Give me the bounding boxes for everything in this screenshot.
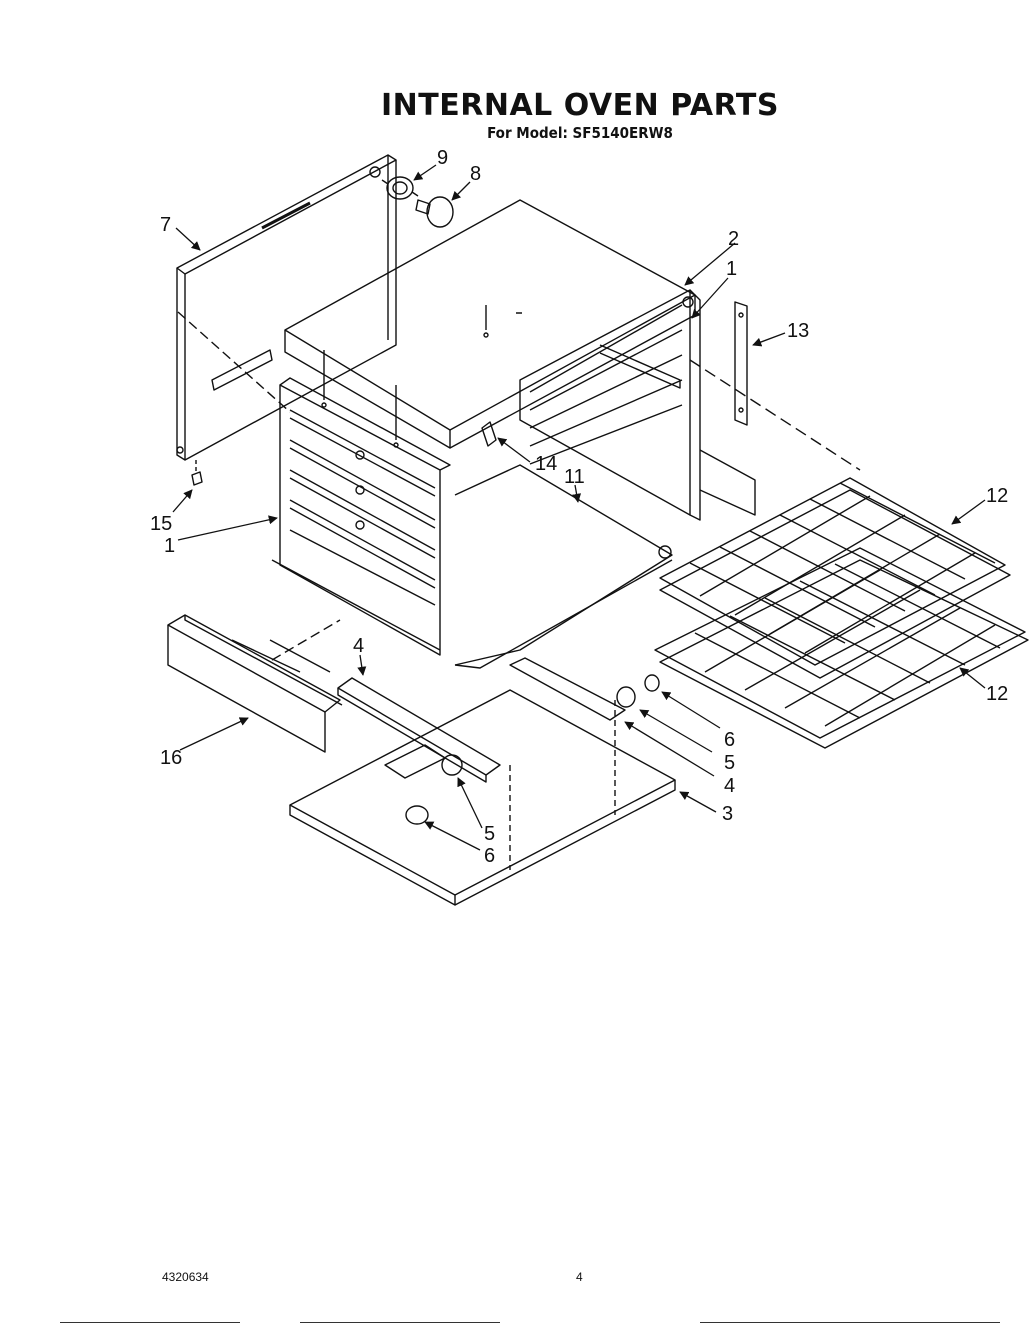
knob-upper-part (616, 674, 660, 708)
oven-rack-upper-part (659, 477, 1011, 679)
broil-pan-guide-right-part (509, 657, 626, 721)
knob-lower-part (405, 754, 463, 825)
callout-2: 2 (728, 228, 739, 250)
callout-14: 14 (535, 453, 557, 475)
callout-6-lower: 6 (484, 845, 495, 867)
bottom-rule-right (700, 1322, 1000, 1323)
rack-support-rail-part (689, 301, 861, 471)
light-bulb-part (415, 196, 454, 228)
oven-bottom-panel-part (454, 464, 673, 669)
callout-11: 11 (564, 466, 585, 488)
callout-4-left-guide: 4 (353, 635, 364, 657)
leader-arrows (172, 164, 986, 851)
model-subtitle: For Model: SF5140ERW8 (487, 124, 673, 142)
back-panel-part (176, 154, 397, 461)
callout-7: 7 (160, 214, 171, 236)
callout-15: 15 (150, 513, 172, 535)
callout-4-right-guide: 4 (724, 775, 735, 797)
callout-5-upper: 5 (724, 752, 735, 774)
callout-13: 13 (787, 320, 809, 342)
page-number: 4 (576, 1270, 583, 1284)
document-number: 4320634 (162, 1270, 209, 1284)
lamp-bracket-part (481, 421, 497, 447)
clip-part (191, 460, 203, 486)
callout-12-upper-rack: 12 (986, 485, 1008, 507)
bottom-rule-mid (300, 1322, 500, 1323)
callout-3: 3 (722, 803, 733, 825)
callout-6-upper: 6 (724, 729, 735, 751)
callout-16: 16 (160, 747, 182, 769)
broil-pan-guide-left-part (337, 677, 501, 783)
callout-1-right-liner: 1 (726, 258, 737, 280)
lamp-socket-part (381, 176, 419, 200)
left-side-liner-part (271, 350, 451, 656)
right-side-liner-part (519, 289, 756, 521)
bottom-tray-part (289, 689, 676, 906)
oven-top-liner-part (284, 199, 696, 449)
page-title: INTERNAL OVEN PARTS (381, 88, 779, 123)
callout-5-lower: 5 (484, 823, 495, 845)
callout-9: 9 (437, 147, 448, 169)
callout-12-lower-rack: 12 (986, 683, 1008, 705)
front-trim-part (167, 614, 343, 753)
bottom-rule-left (60, 1322, 240, 1323)
callout-1-left-liner: 1 (164, 535, 175, 557)
callout-8: 8 (470, 163, 481, 185)
oven-rack-lower-part (654, 547, 1029, 749)
